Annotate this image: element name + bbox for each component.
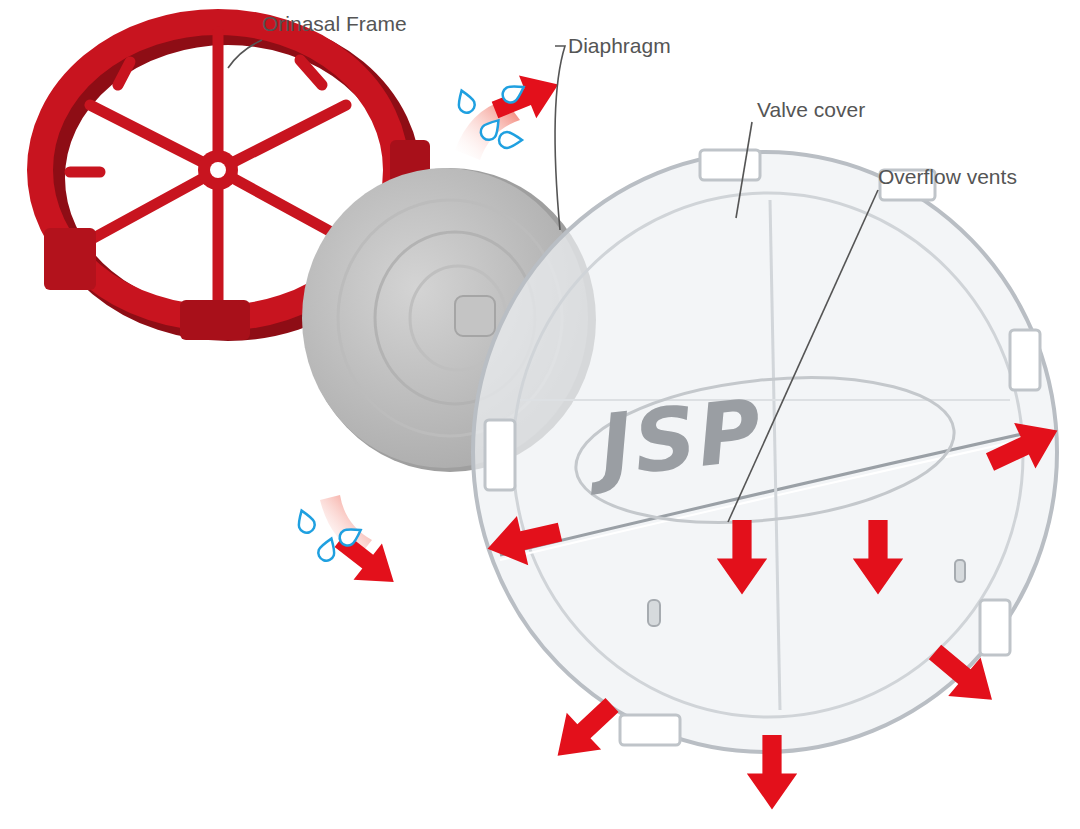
valve-cover <box>473 150 1057 752</box>
part-label: Valve cover <box>757 98 865 121</box>
part-label: Orinasal Frame <box>262 12 407 35</box>
leader-lines <box>228 40 878 522</box>
exhale-flow <box>294 63 567 600</box>
part-label: Diaphragm <box>568 34 671 57</box>
brand-logo: JSP <box>596 387 767 490</box>
part-label: Overflow vents <box>878 165 1017 188</box>
overflow-arrows <box>482 408 1068 810</box>
